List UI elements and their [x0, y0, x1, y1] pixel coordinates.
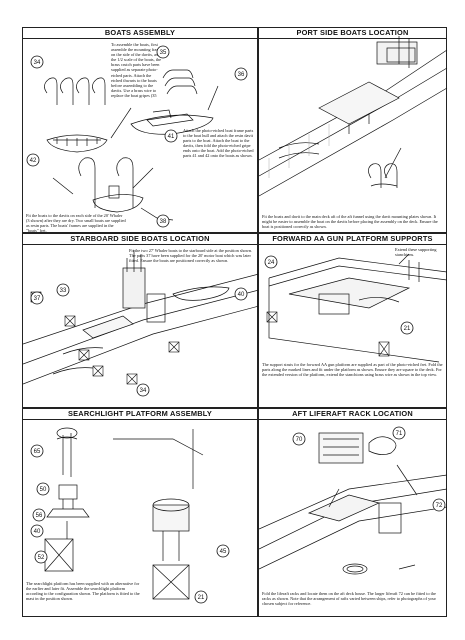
callout-71: 71 [396, 431, 403, 437]
callout-34b: 34 [140, 388, 147, 394]
boats-assembly-title: BOATS ASSEMBLY [23, 28, 257, 39]
callout-42: 42 [30, 158, 37, 164]
callout-38: 38 [160, 219, 167, 225]
callout-33: 33 [60, 288, 67, 294]
forward-aa-extend-label: Extend these supporting stanchions. [395, 247, 437, 258]
callout-56: 56 [36, 513, 43, 519]
boats-assembly-text-top: To assemble the boats, first assemble th… [111, 42, 162, 98]
boats-assembly-panel: BOATS ASSEMBLY To assemble the boats, fi… [22, 27, 258, 233]
port-boats-title: PORT SIDE BOATS LOCATION [259, 28, 446, 39]
starboard-boats-panel: STARBOARD SIDE BOATS LOCATION Fit the tw… [22, 233, 259, 408]
boats-assembly-text-bottom: Fit the boats to the davits on each side… [26, 213, 126, 233]
callout-40: 40 [238, 292, 245, 298]
boats-assembly-text-mid: Attach the photo-etched boat frame parts… [183, 128, 254, 159]
aft-liferaft-panel: AFT LIFERAFT RACK LOCATION Fold the life… [258, 408, 448, 617]
starboard-boats-text: Fit the two 27' Whaler boats to the star… [129, 248, 253, 264]
starboard-boats-title: STARBOARD SIDE BOATS LOCATION [23, 234, 257, 245]
callout-35: 35 [160, 50, 167, 56]
callout-37: 37 [34, 296, 41, 302]
callout-65: 65 [34, 449, 41, 455]
callout-21b: 21 [198, 595, 205, 601]
callout-36: 36 [238, 72, 245, 78]
aft-liferaft-drawing: 70 71 72 [259, 426, 448, 575]
aft-liferaft-title: AFT LIFERAFT RACK LOCATION [259, 409, 446, 420]
forward-aa-panel: FORWARD AA GUN PLATFORM SUPPORTS Extend … [258, 233, 448, 408]
port-boats-panel: PORT SIDE BOATS LOCATION Fit the boats a… [258, 27, 448, 233]
callout-72: 72 [436, 503, 443, 509]
callout-50: 50 [40, 487, 47, 493]
boats-assembly-drawing: 34 35 36 41 42 38 [26, 45, 248, 228]
forward-aa-title: FORWARD AA GUN PLATFORM SUPPORTS [259, 234, 446, 245]
port-boats-drawing [259, 36, 448, 197]
starboard-boats-drawing: 37 33 40 34 [23, 250, 259, 397]
callout-24: 24 [268, 260, 275, 266]
callout-45: 45 [220, 549, 227, 555]
searchlight-panel: SEARCHLIGHT PLATFORM ASSEMBLY The search… [22, 408, 258, 617]
callout-41: 41 [168, 134, 175, 140]
callout-52: 52 [38, 555, 45, 561]
searchlight-title: SEARCHLIGHT PLATFORM ASSEMBLY [23, 409, 257, 420]
forward-aa-drawing: 24 21 [264, 253, 448, 363]
aft-liferaft-text: Fold the liferaft racks and locate them … [262, 591, 436, 607]
callout-21: 21 [404, 326, 411, 332]
callout-70: 70 [296, 437, 303, 443]
searchlight-text: The searchlight platform has been suppli… [26, 581, 140, 602]
callout-34: 34 [34, 60, 41, 66]
port-boats-text: Fit the boats and davit to the main deck… [262, 214, 438, 230]
searchlight-drawing: 65 50 56 40 52 45 21 [30, 427, 230, 604]
forward-aa-text: The support struts for the forward AA gu… [262, 362, 443, 378]
callout-40: 40 [34, 529, 41, 535]
